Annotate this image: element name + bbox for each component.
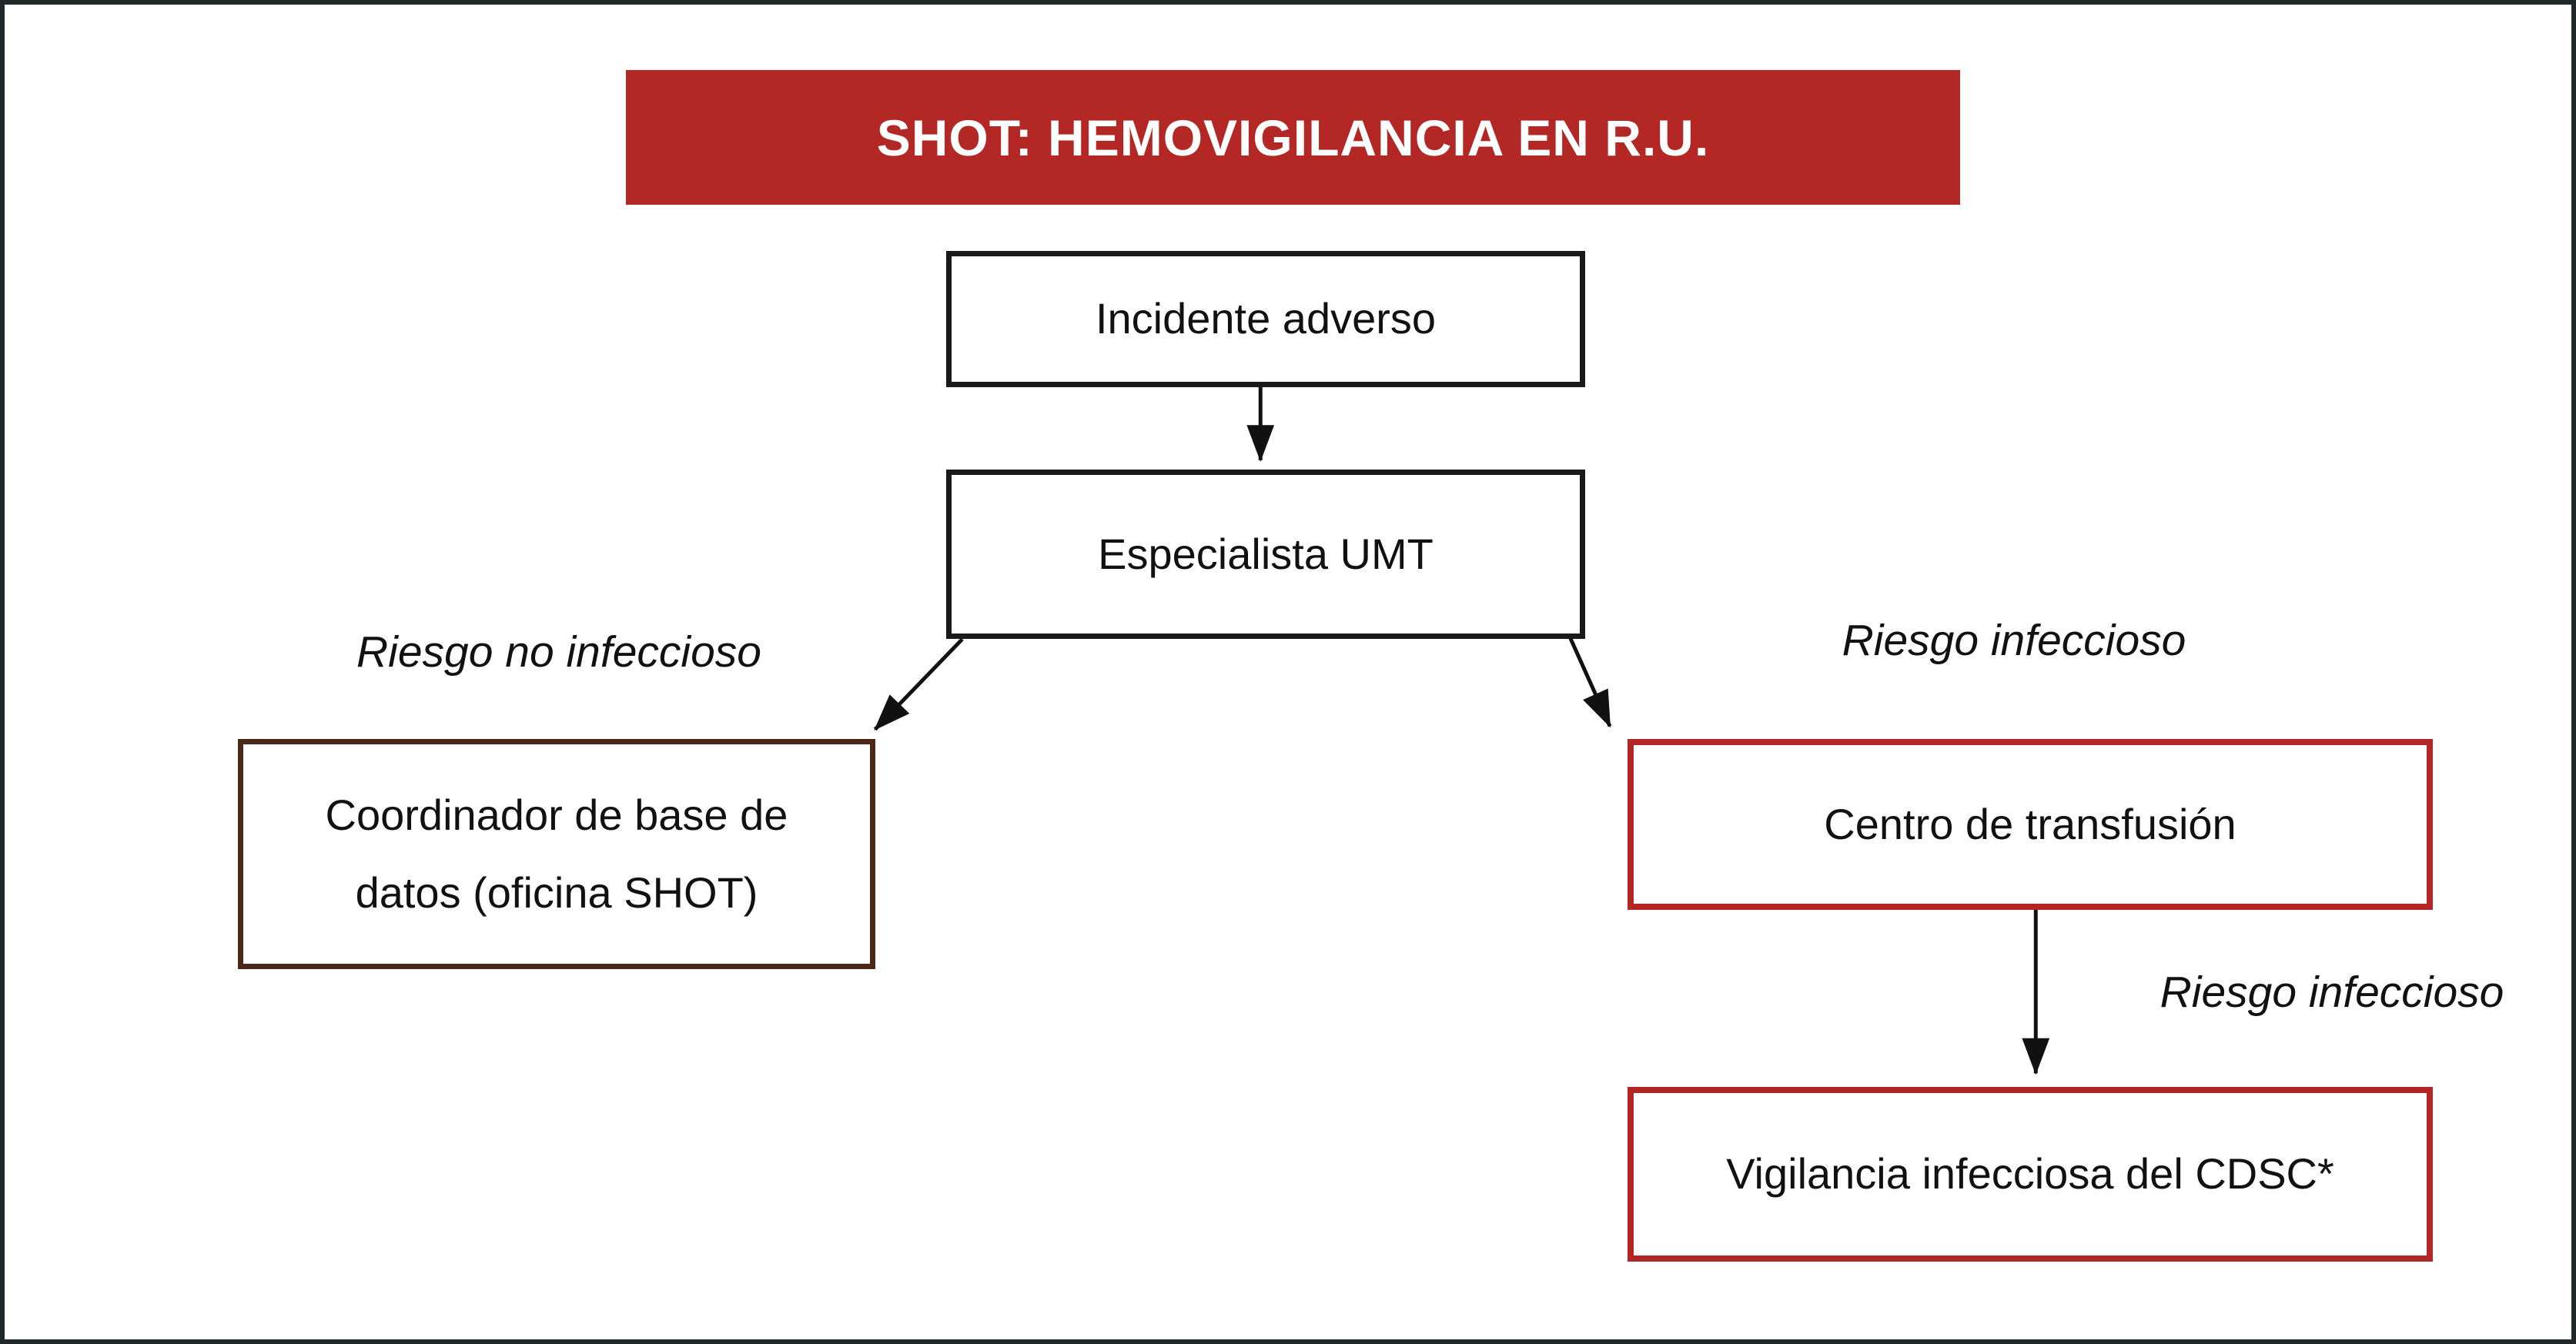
arrow-especialista-to-coordinador [873,637,964,731]
edge-label-riesgo-infeccioso-top: Riesgo infeccioso [1842,616,2186,665]
node-vigilancia-cdsc: Vigilancia infecciosa del CDSC* [1628,1087,2433,1262]
node-vigilancia-cdsc-label: Vigilancia infecciosa del CDSC* [1726,1149,2334,1199]
node-incidente-adverso-label: Incidente adverso [1095,294,1437,343]
edge-label-riesgo-no-infeccioso: Riesgo no infeccioso [356,627,761,677]
node-centro-transfusion-label: Centro de transfusión [1824,799,2236,848]
node-centro-transfusion: Centro de transfusión [1628,739,2433,910]
arrow-especialista-to-centro [1568,637,1612,728]
diagram-title: SHOT: HEMOVIGILANCIA EN R.U. [876,109,1710,166]
node-coordinador-base-datos: Coordinador de base de datos (oficina SH… [238,739,875,969]
node-incidente-adverso: Incidente adverso [946,251,1585,387]
node-especialista-umt: Especialista UMT [946,470,1585,639]
title-banner: SHOT: HEMOVIGILANCIA EN R.U. [626,70,1960,205]
node-especialista-umt-label: Especialista UMT [1098,529,1434,578]
edge-label-riesgo-infeccioso-bottom: Riesgo infeccioso [2159,968,2504,1017]
node-coordinador-base-datos-label: Coordinador de base de datos (oficina SH… [325,790,788,917]
